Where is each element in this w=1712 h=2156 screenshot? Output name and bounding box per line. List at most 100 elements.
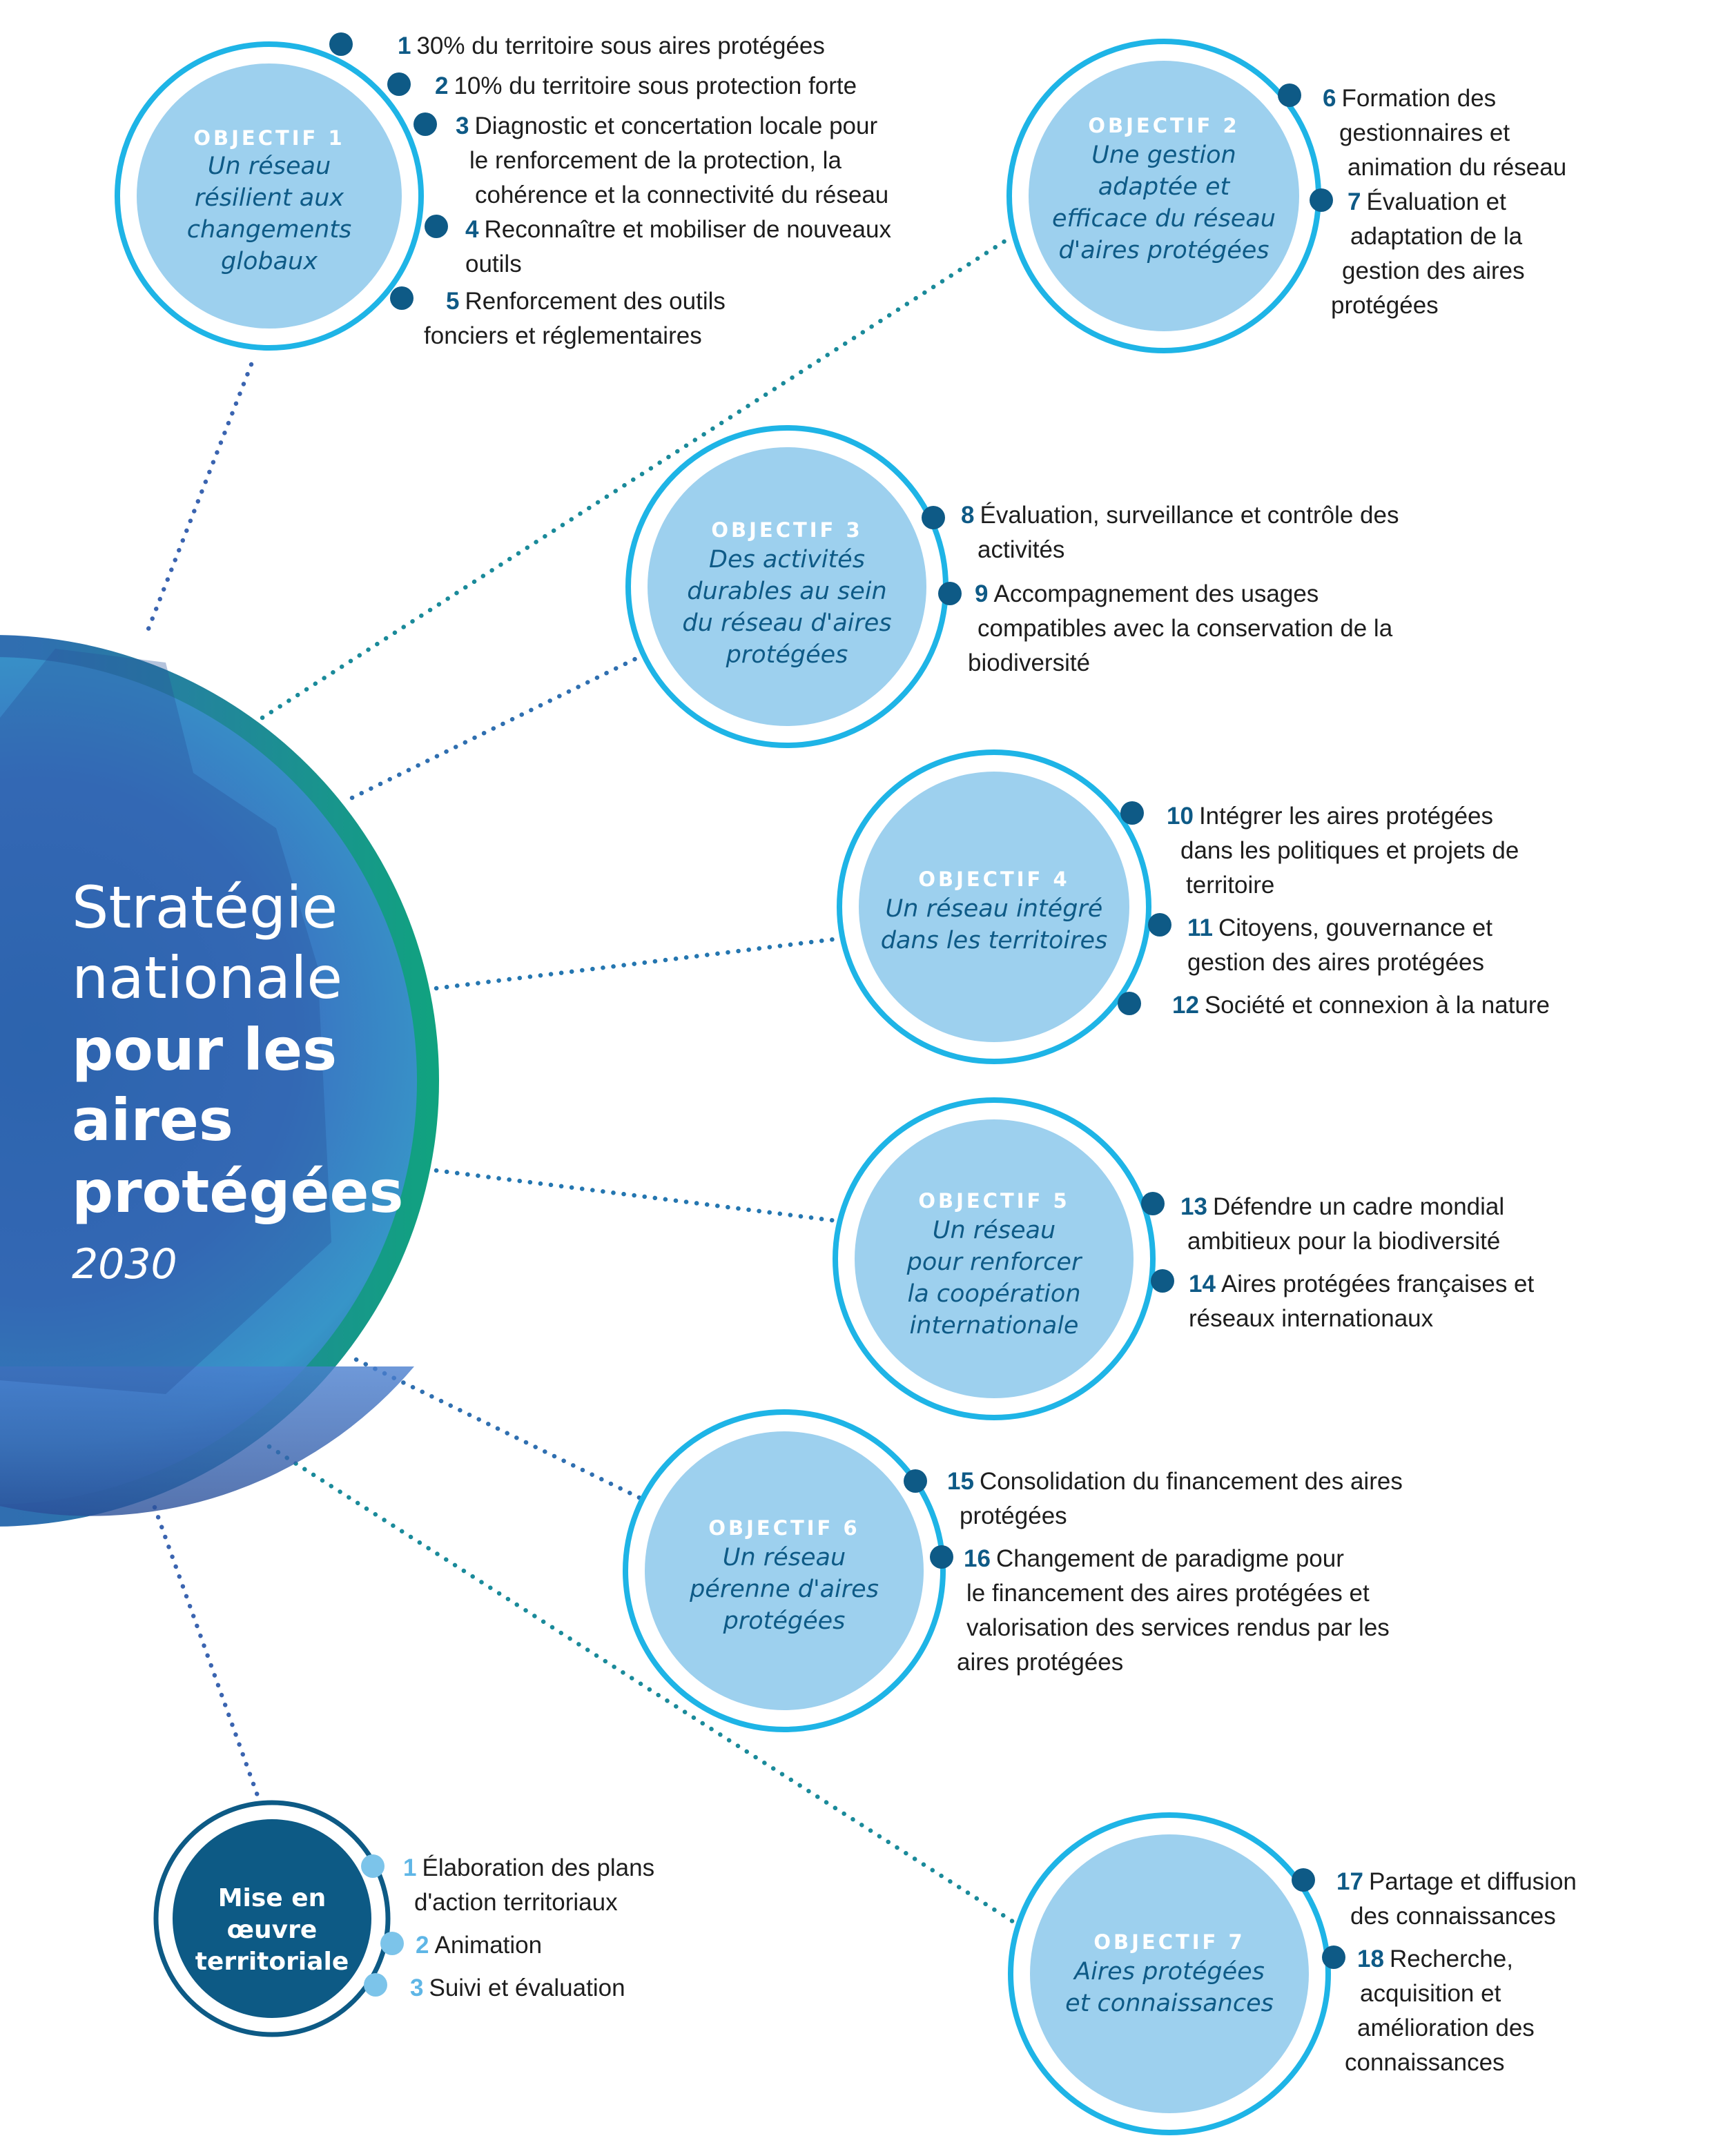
mise-text: Suivi et évaluation: [429, 1974, 625, 2001]
action-text-line: le financement des aires protégées et: [966, 1580, 1370, 1607]
objectif-disc: [1029, 61, 1299, 331]
connectors: [142, 235, 1018, 1925]
objectif-title-line: Des activités: [709, 546, 865, 574]
objectif-heading: OBJECTIF 6: [708, 1516, 859, 1540]
bullet-dot-icon: [425, 215, 448, 238]
connector-objectif-5: [434, 1168, 845, 1224]
action-text-line: cohérence et la connectivité du réseau: [475, 182, 888, 208]
action-text-line: gestion des aires protégées: [1187, 949, 1484, 976]
mise-title-line: territoriale: [195, 1948, 349, 1976]
title-line-3: pour les: [72, 1016, 337, 1084]
action-text: Évaluation et: [1366, 188, 1506, 215]
action-text: Diagnostic et concertation locale pour: [474, 112, 877, 139]
objectif-title-line: Un réseau: [933, 1217, 1056, 1244]
objectif-title-line: internationale: [910, 1312, 1079, 1340]
action-text: Société et connexion à la nature: [1205, 992, 1550, 1019]
bullet-dot-icon: [414, 112, 437, 136]
action-number: 13: [1180, 1193, 1207, 1220]
action-number: 5: [446, 288, 459, 315]
bullet-dot-icon: [1141, 1192, 1165, 1215]
objectif-heading: OBJECTIF 4: [918, 868, 1069, 891]
bullet-dot-icon: [922, 506, 945, 529]
objectif-disc: [859, 772, 1129, 1042]
objectif-heading: OBJECTIF 3: [711, 518, 862, 542]
bullet-dot-icon: [938, 582, 962, 605]
objectif-title-line: Une gestion: [1091, 141, 1236, 169]
objectif-heading: OBJECTIF 7: [1093, 1930, 1245, 1954]
action-number: 4: [465, 216, 479, 243]
objectif-disc: [1030, 1834, 1309, 2113]
action-number: 6: [1323, 85, 1336, 112]
action-number: 3: [456, 112, 469, 139]
mise-text-line: d'action territoriaux: [414, 1889, 618, 1916]
connector-objectif-7: [266, 1444, 1018, 1925]
action-text: 30% du territoire sous aires protégées: [416, 32, 824, 59]
action-text: Accompagnement des usages: [993, 580, 1319, 607]
objectif-title-line: Un réseau: [208, 153, 331, 180]
action-text: Partage et diffusion: [1369, 1868, 1577, 1895]
bullet-dot-icon: [1118, 992, 1141, 1015]
action-text-line: protégées: [1331, 292, 1439, 319]
mise-disc: [173, 1819, 371, 2018]
objectif-title-line: protégées: [723, 1607, 846, 1635]
objectif-heading: OBJECTIF 2: [1088, 114, 1239, 137]
action-text-line: dans les politiques et projets de: [1180, 837, 1519, 864]
objectif-title-line: d'aires protégées: [1058, 237, 1269, 264]
title-line-4: aires: [72, 1086, 233, 1154]
action-text: Citoyens, gouvernance et: [1218, 914, 1492, 941]
objectif-title-line: Aires protégées: [1073, 1958, 1265, 1986]
action-text: Changement de paradigme pour: [996, 1545, 1344, 1572]
title-line-2: nationale: [72, 944, 342, 1012]
bullet-dot-icon: [390, 286, 414, 310]
connector-objectif-1: [142, 362, 254, 640]
bullet-dot-icon: [380, 1932, 404, 1955]
mise-title-line: Mise en: [218, 1884, 327, 1912]
action-number: 1: [398, 32, 411, 59]
objectif-title-line: la coopération: [908, 1280, 1081, 1308]
bullet-dot-icon: [1310, 188, 1333, 212]
objectif-title-line: changements: [187, 216, 352, 244]
action-text: Recherche,: [1390, 1946, 1513, 1972]
action-text-line: compatibles avec la conservation de la: [977, 615, 1393, 642]
action-text: Défendre un cadre mondial: [1213, 1193, 1504, 1220]
connector-objectif-4: [434, 936, 842, 991]
bullet-dot-icon: [387, 72, 411, 96]
action-number: 18: [1357, 1946, 1384, 1972]
connector-objectif-2: [260, 235, 1013, 721]
objectif-disc: [137, 63, 402, 329]
objectif-title-line: dans les territoires: [881, 927, 1108, 954]
connector-objectif-3: [349, 654, 642, 801]
action-text-line: connaissances: [1345, 2049, 1505, 2076]
action-text: Aires protégées françaises et: [1221, 1271, 1535, 1297]
action-text-line: gestion des aires: [1342, 257, 1525, 284]
action-text-line: réseaux internationaux: [1189, 1305, 1434, 1332]
connector-mise-en-oeuvre: [152, 1505, 262, 1804]
objectif-title-line: résilient aux: [195, 184, 344, 212]
